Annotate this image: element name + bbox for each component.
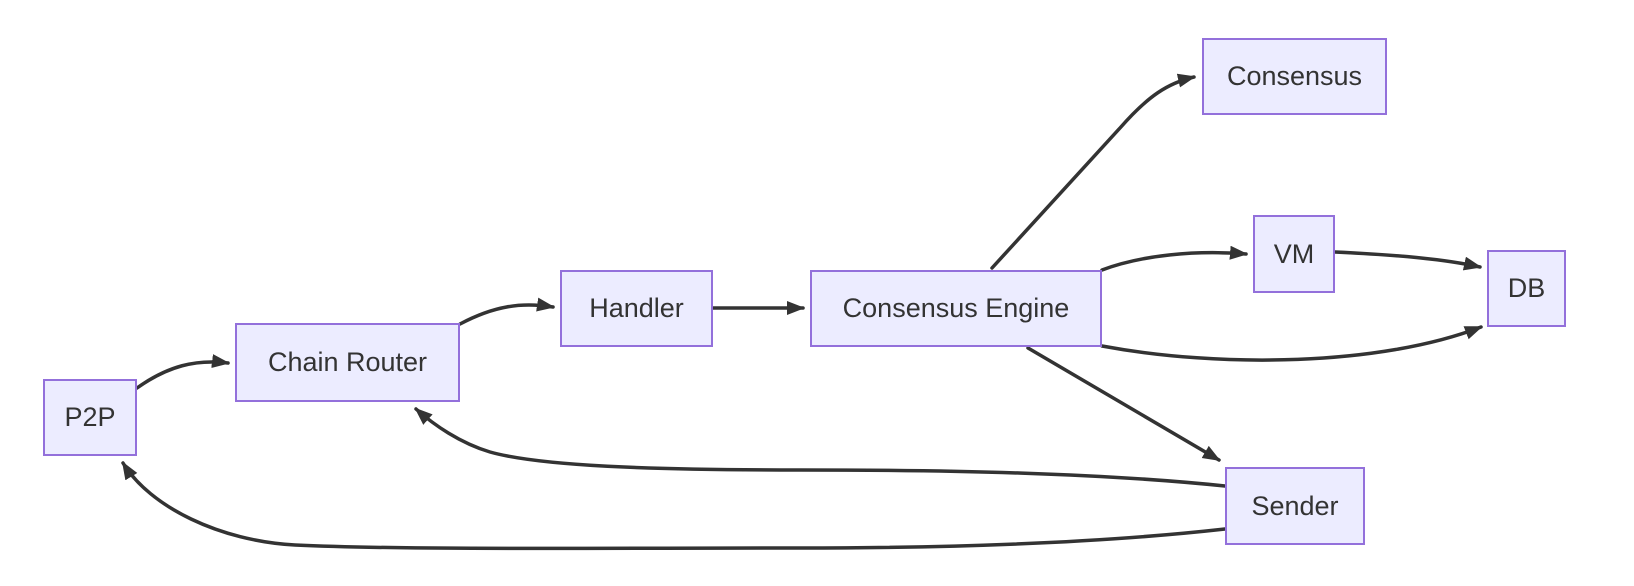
edge-sender-to-p2p xyxy=(121,461,1227,551)
node-sender: Sender xyxy=(1225,467,1365,545)
edge-consensus-engine-to-sender xyxy=(1026,346,1221,462)
edge-vm-to-db xyxy=(1333,250,1482,271)
edge-sender-to-chain-router xyxy=(414,407,1227,488)
node-consensus-engine: Consensus Engine xyxy=(810,270,1102,347)
node-db-label: DB xyxy=(1507,273,1546,303)
edge-chain-router-to-handler xyxy=(458,297,555,326)
node-db: DB xyxy=(1487,250,1566,327)
node-p2p-label: P2P xyxy=(64,402,116,432)
edge-consensus-engine-to-vm xyxy=(1100,245,1248,272)
node-chain-router: Chain Router xyxy=(235,323,460,402)
node-consensus: Consensus xyxy=(1202,38,1387,115)
node-handler-label: Handler xyxy=(589,293,684,323)
node-p2p: P2P xyxy=(43,379,137,456)
node-sender-label: Sender xyxy=(1251,490,1339,521)
node-vm: VM xyxy=(1253,215,1335,293)
edge-consensus-engine-to-db xyxy=(1100,325,1483,362)
edge-p2p-to-chain-router xyxy=(135,354,230,390)
node-chain-router-label: Chain Router xyxy=(267,347,428,377)
node-handler: Handler xyxy=(560,270,713,347)
edge-consensus-engine-to-consensus xyxy=(990,73,1196,270)
node-vm-label: VM xyxy=(1273,238,1315,269)
node-consensus-engine-label: Consensus Engine xyxy=(842,293,1070,323)
node-consensus-label: Consensus xyxy=(1226,61,1363,91)
